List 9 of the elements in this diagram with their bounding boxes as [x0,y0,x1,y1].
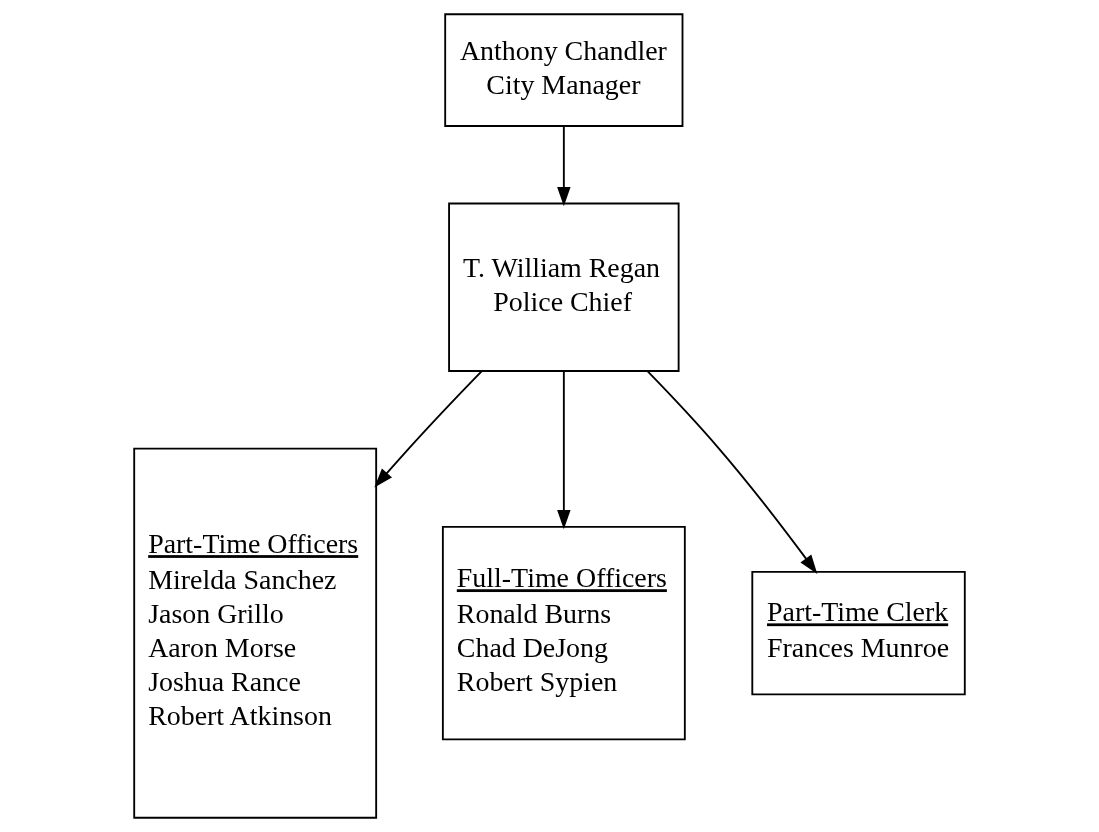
arrow [557,370,571,530]
node-box: T. William Regan Police Chief [448,202,680,372]
arrow [557,125,571,207]
node-box: Full-Time Officers Ronald Burns Chad DeJong Robert Sypien [441,525,686,741]
node-box: Part-Time Officers Mirelda Sanchez Jason Grillo Aaron Morse Joshua Rance Robert Atkinson [133,447,378,819]
arrow [374,370,483,488]
arrow [646,370,818,574]
node-box: Anthony Chandler City Manager [444,13,684,127]
node-box: Part-Time Clerk Frances Munroe [751,570,966,696]
